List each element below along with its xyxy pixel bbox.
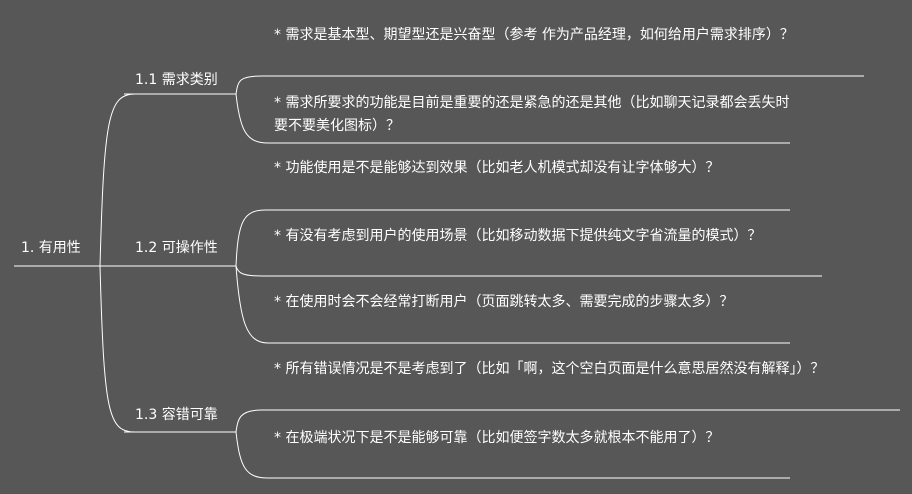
root-node[interactable]: 1. 有用性 (21, 240, 81, 256)
leaf-node-need-type[interactable]: * 需求是基本型、期望型还是兴奋型（参考 作为产品经理，如何给用户需求排序）？ (274, 27, 794, 43)
branch-node-requirement-category[interactable]: 1.1 需求类别 (135, 72, 218, 88)
leaf-node-error-cases[interactable]: * 所有错误情况是不是考虑到了（比如「啊，这个空白页面是什么意思居然没有解释」）… (274, 361, 825, 377)
leaf-node-importance-urgency[interactable]: * 需求所要求的功能是目前是重要的还是紧急的还是其他（比如聊天记录都会丢失时要不… (274, 95, 790, 134)
leaf-node-interruption[interactable]: * 在使用时会不会经常打断用户（页面跳转太多、需要完成的步骤太多）？ (274, 294, 734, 310)
connector-branch-3-leaf-1 (235, 409, 900, 433)
connector-branch-2-leaf-3 (235, 265, 790, 344)
connector-branch-2-leaf-1 (235, 209, 790, 267)
connector-branch-1-leaf-1 (235, 75, 864, 95)
connector-branch-1-leaf-2 (235, 93, 790, 144)
branch-node-operability[interactable]: 1.2 可操作性 (135, 240, 218, 256)
connector-branch-3-leaf-2 (235, 431, 790, 479)
connector-branch-2-leaf-2 (235, 265, 822, 277)
connector-root-to-branch-3 (99, 265, 136, 433)
branch-node-fault-tolerance[interactable]: 1.3 容错可靠 (135, 407, 218, 423)
leaf-node-usage-scenario[interactable]: * 有没有考虑到用户的使用场景（比如移动数据下提供纯文字省流量的模式）？ (274, 228, 762, 244)
connector-root-to-branch-1 (99, 93, 136, 267)
leaf-node-effectiveness[interactable]: * 功能使用是不是能够达到效果（比如老人机模式却没有让字体够大）？ (274, 160, 720, 176)
leaf-node-extreme-reliability[interactable]: * 在极端状况下是不是能够可靠（比如便签字数太多就根本不能用了）？ (274, 430, 720, 446)
